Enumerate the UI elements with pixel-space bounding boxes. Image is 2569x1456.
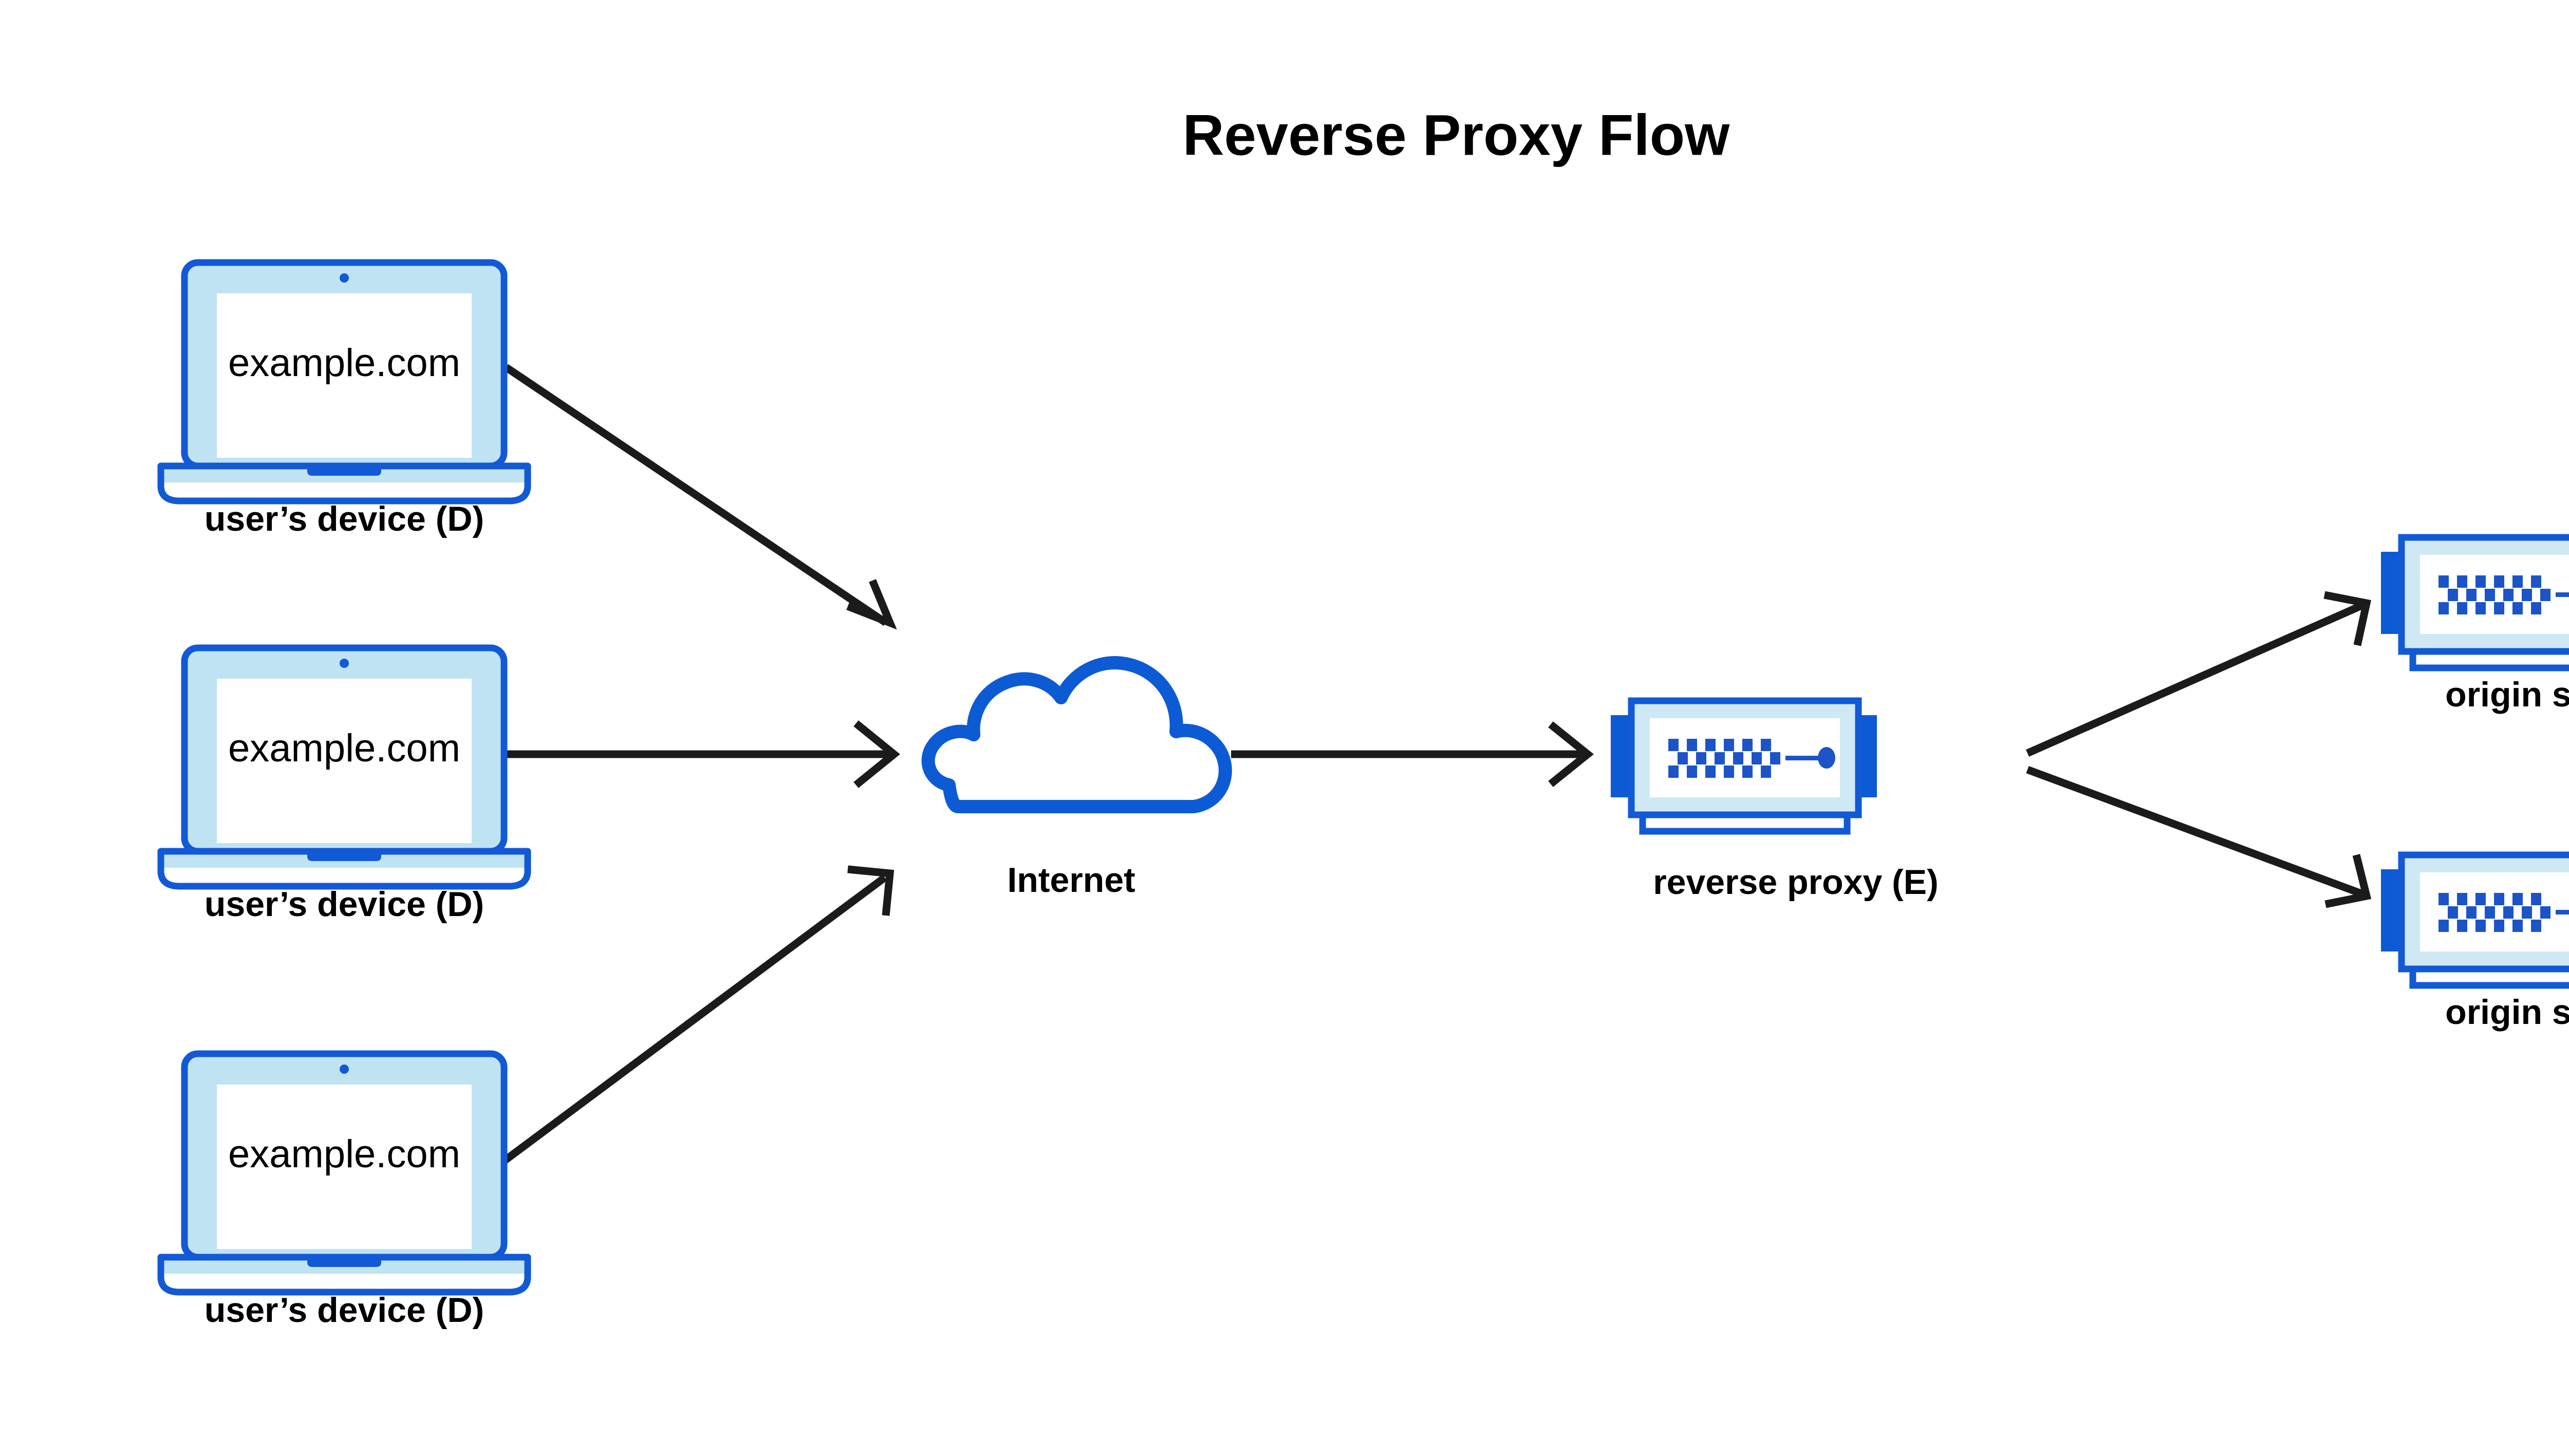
device-label: user’s device (D) — [204, 499, 484, 538]
reverse-proxy-label: reverse proxy (E) — [1653, 863, 1939, 902]
edge-device3-internet — [496, 865, 895, 1169]
device-label: user’s device (D) — [204, 1291, 484, 1330]
internet-label: Internet — [1007, 861, 1135, 900]
node-device-2[interactable]: example.com user’s device (D) — [161, 648, 528, 924]
edges-layer — [496, 364, 2372, 1169]
node-internet[interactable]: Internet — [928, 663, 1225, 900]
origin-server-label: origin server (F) — [2445, 993, 2569, 1032]
server-icon — [2381, 537, 2569, 668]
device-screen-url: example.com — [228, 726, 460, 770]
edge-proxy-origin2 — [2026, 766, 2372, 908]
node-origin-1[interactable]: origin server (F) — [2381, 537, 2569, 714]
node-device-3[interactable]: example.com user’s device (D) — [161, 1054, 528, 1330]
node-origin-2[interactable]: origin server (F) — [2381, 855, 2569, 1032]
page-title: Reverse Proxy Flow — [1183, 103, 1730, 167]
edge-internet-proxy — [1231, 721, 1594, 787]
device-screen-url: example.com — [228, 1132, 460, 1176]
node-reverse-proxy[interactable]: reverse proxy (E) — [1611, 701, 1939, 902]
edge-device2-internet — [506, 720, 900, 788]
edge-proxy-origin1 — [2025, 591, 2371, 757]
device-screen-url: example.com — [228, 341, 460, 385]
origin-server-label: origin server (F) — [2445, 675, 2569, 714]
edge-device1-internet — [504, 364, 897, 630]
server-icon — [1611, 701, 1877, 831]
server-icon — [2381, 855, 2569, 985]
device-label: user’s device (D) — [204, 885, 484, 924]
node-device-1[interactable]: example.com user’s device (D) — [161, 263, 528, 538]
cloud-icon — [928, 663, 1225, 807]
